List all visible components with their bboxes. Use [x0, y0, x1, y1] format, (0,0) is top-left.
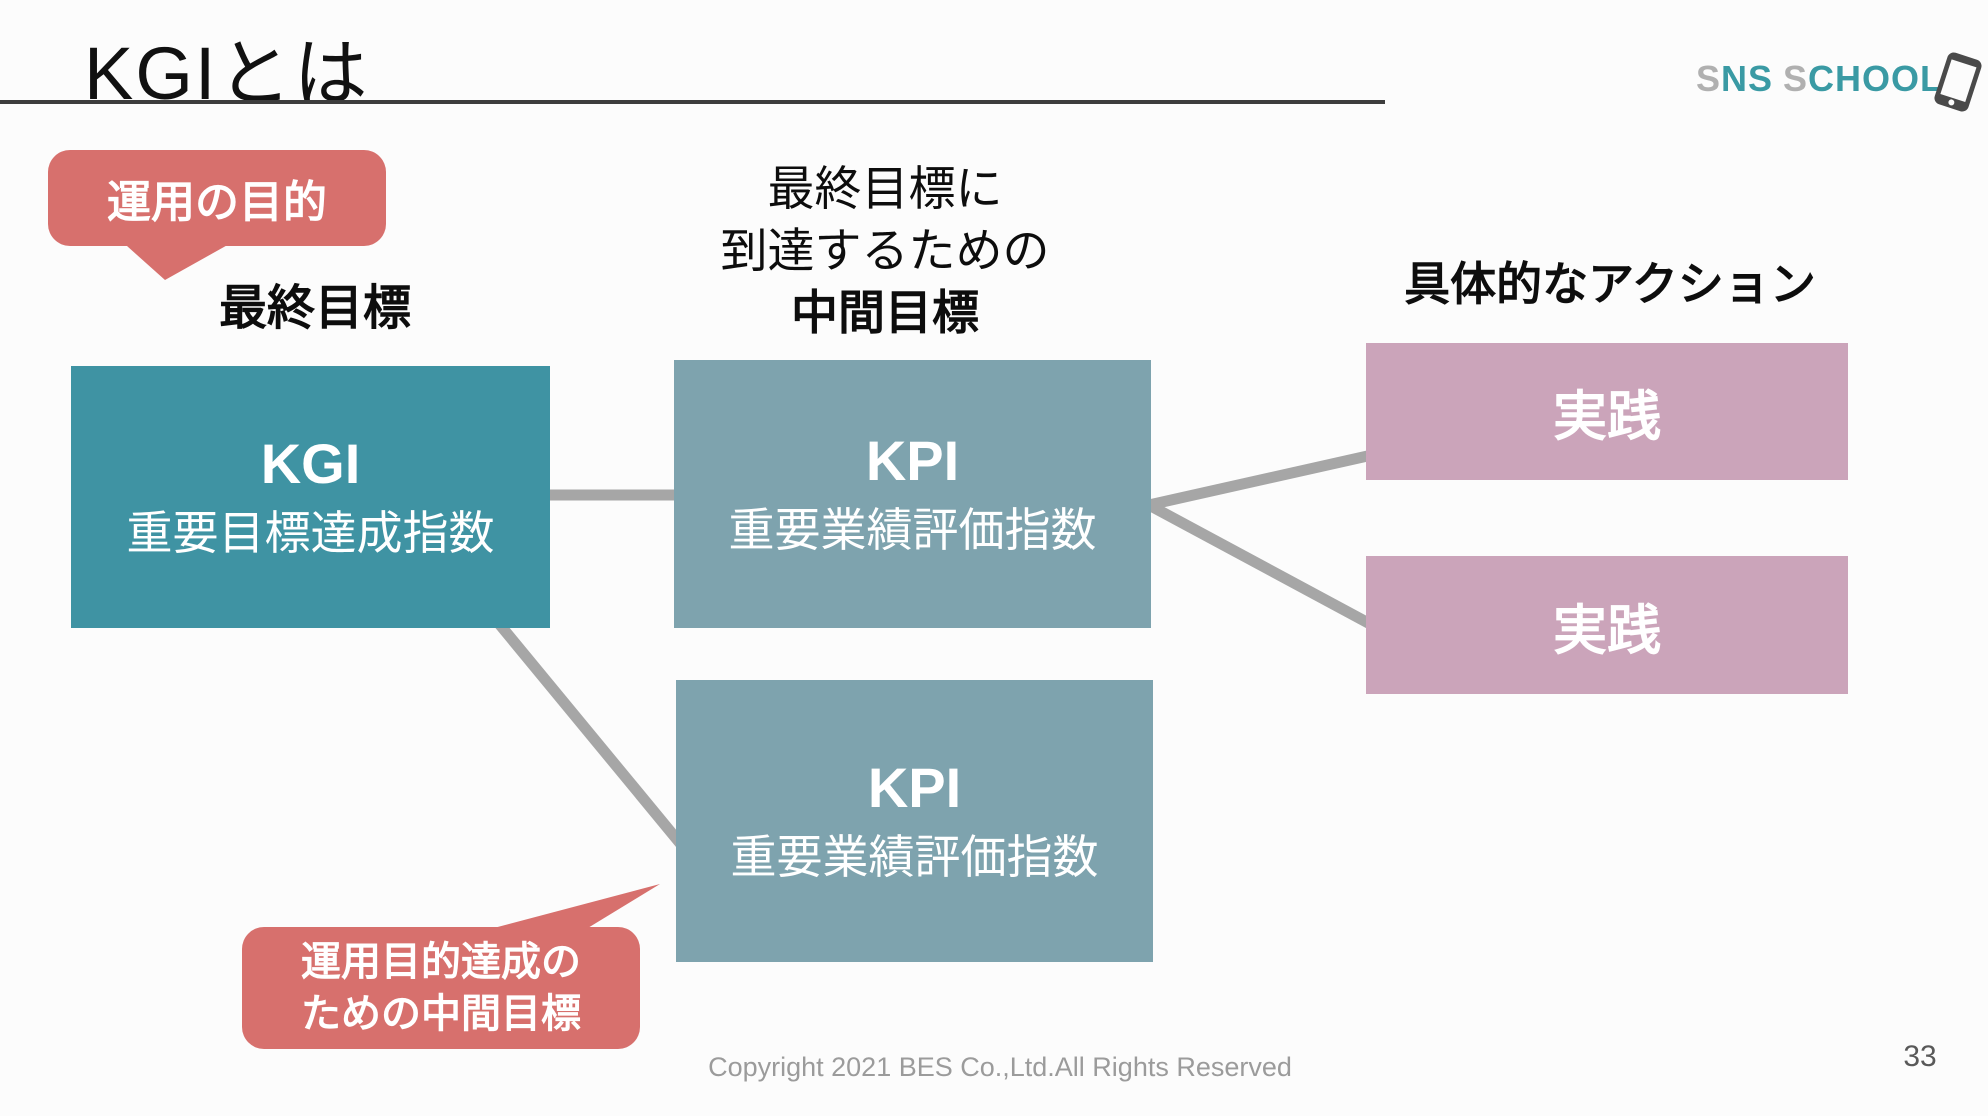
callout-top-label: 運用の目的 — [107, 178, 327, 227]
label-intermediate-line1: 最終目標に — [767, 162, 1003, 215]
callout-top-tail — [118, 238, 240, 280]
logo-letter-gray: S — [1783, 58, 1809, 99]
kpi-acronym: KPI — [865, 429, 960, 492]
kgi-acronym: KGI — [260, 432, 361, 495]
callout-operation-purpose: 運用の目的 — [48, 150, 386, 246]
label-final-goal: 最終目標 — [218, 282, 411, 335]
label-intermediate-line3: 中間目標 — [791, 286, 979, 339]
callout-bottom-tail — [471, 884, 660, 934]
action-box-lower: 実践 — [1366, 556, 1848, 694]
logo-letter-gray: S — [1696, 58, 1722, 99]
kgi-box: KGI 重要目標達成指数 — [71, 366, 550, 628]
kpi-box-upper: KPI 重要業績評価指数 — [674, 360, 1151, 628]
callout-bottom-line1: 運用目的達成の — [301, 940, 581, 984]
kpi-description: 重要業績評価指数 — [728, 504, 1097, 556]
action-label: 実践 — [1553, 387, 1661, 447]
title-underline — [0, 100, 1385, 104]
page-number: 33 — [1903, 1040, 1937, 1073]
label-intermediate-line2: 到達するための — [720, 224, 1050, 277]
callout-bottom-line2: ための中間目標 — [301, 992, 581, 1036]
kpi-acronym: KPI — [867, 756, 962, 819]
copyright-text: Copyright 2021 BES Co.,Ltd.All Rights Re… — [708, 1052, 1292, 1082]
label-intermediate-goal: 最終目標に 到達するための 中間目標 — [640, 158, 1130, 344]
kpi-description: 重要業績評価指数 — [730, 831, 1099, 883]
callout-intermediate-goal: 運用目的達成の ための中間目標 — [242, 927, 640, 1049]
logo-letters-teal: CHOOL — [1808, 58, 1944, 99]
action-box-upper: 実践 — [1366, 343, 1848, 480]
kpi-box-lower: KPI 重要業績評価指数 — [676, 680, 1153, 962]
label-concrete-actions: 具体的なアクション — [1404, 258, 1816, 310]
kgi-description: 重要目標達成指数 — [126, 507, 495, 559]
action-label: 実践 — [1553, 600, 1661, 661]
logo-letters-teal: NS — [1721, 58, 1774, 99]
smartphone-icon — [1934, 52, 1982, 112]
